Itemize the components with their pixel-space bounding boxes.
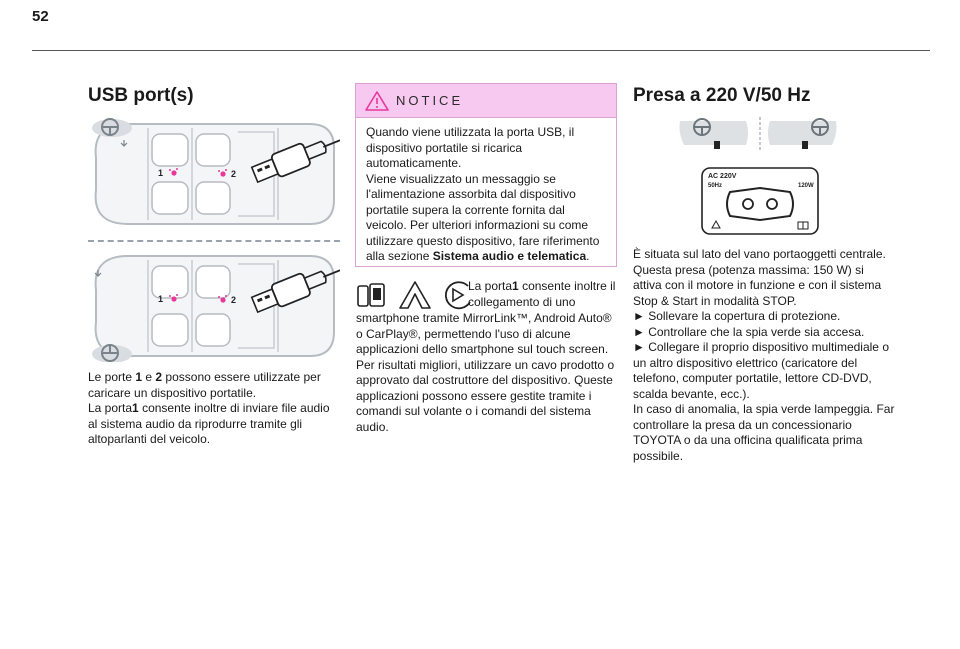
socket-label-ac: AC 220V	[708, 173, 737, 180]
notice-body: Quando viene utilizzata la porta USB, il…	[356, 118, 616, 265]
notice-header: NOTICE	[356, 84, 616, 118]
notice-label: NOTICE	[396, 93, 464, 108]
port-label-1: 1	[158, 168, 163, 178]
socket-step: ► Sollevare la copertura di protezione.	[633, 309, 841, 323]
port-label-1: 1	[158, 294, 163, 304]
usb-figure-bottom: 1 2	[92, 255, 340, 362]
socket-paragraph: È situata sul lato del vano portaoggetti…	[633, 247, 886, 308]
top-rule	[32, 50, 930, 51]
socket-step: ► Controllare che la spia verde sia acce…	[633, 324, 865, 339]
steering-wheel-icon	[693, 118, 829, 136]
socket-section-title: Presa a 220 V/50 Hz	[633, 85, 811, 106]
usb-section-title: USB port(s)	[88, 85, 194, 106]
usb-plug-icon	[250, 269, 340, 314]
notice-box: NOTICE Quando viene utilizzata la porta …	[355, 83, 617, 267]
carplay-icon	[445, 281, 471, 310]
socket-label-hz: 50Hz	[708, 183, 722, 189]
steering-wheel-icon	[92, 344, 132, 362]
port-label-2: 2	[231, 295, 236, 305]
usb-caption: Le porte 1 e 2 possono essere utilizzate…	[88, 370, 330, 446]
smartphone-icon	[357, 283, 385, 307]
figure-divider	[88, 240, 340, 242]
port-label-2: 2	[231, 169, 236, 179]
socket-text: È situata sul lato del vano portaoggetti…	[633, 247, 895, 464]
mirroring-text: smartphone tramite MirrorLink™, Android …	[356, 311, 615, 434]
socket-paragraph: In caso di anomalia, la spia verde lampe…	[633, 402, 895, 463]
page-number: 52	[32, 8, 49, 25]
socket-label-w: 120W	[798, 183, 814, 189]
warning-icon	[365, 90, 389, 111]
mirroring-icons	[356, 280, 474, 310]
steering-wheel-icon	[92, 118, 132, 137]
mirroring-text-line1: La porta1 consente inoltre il collegamen…	[468, 279, 616, 309]
dashboard-figure	[679, 117, 837, 151]
usb-plug-icon	[250, 139, 340, 184]
android-auto-icon	[399, 281, 431, 309]
notice-paragraph-2: Viene visualizzato un messaggio se l'ali…	[366, 171, 600, 264]
power-socket-figure: AC 220V 50Hz 120W	[701, 167, 819, 235]
notice-paragraph-1: Quando viene utilizzata la porta USB, il…	[366, 125, 575, 170]
socket-step: ► Collegare il proprio dispositivo multi…	[633, 340, 889, 401]
usb-figure-top: 1 2	[92, 118, 340, 225]
